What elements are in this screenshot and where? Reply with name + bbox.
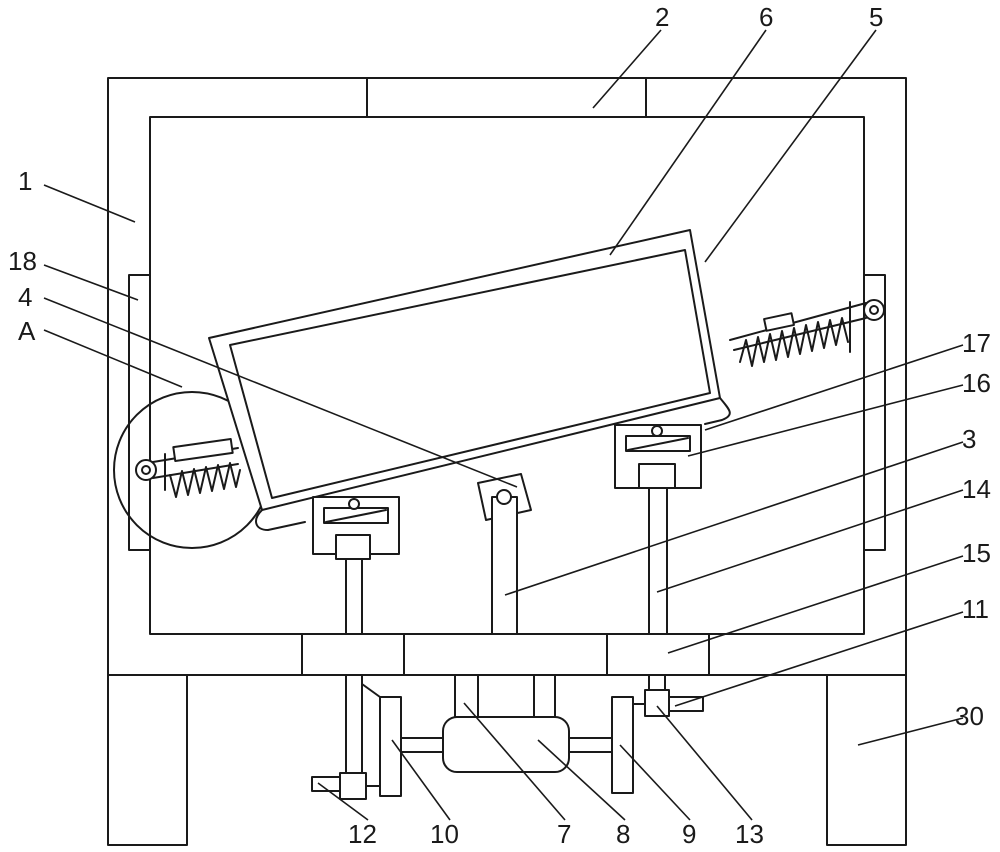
- label-16: 16: [962, 368, 991, 398]
- label-4: 4: [18, 282, 32, 312]
- label-18: 18: [8, 246, 37, 276]
- label-14: 14: [962, 474, 991, 504]
- label-11: 11: [962, 594, 989, 624]
- leader-lines: [43, 29, 964, 821]
- label-10: 10: [430, 819, 459, 849]
- label-13: 13: [735, 819, 764, 849]
- label-15: 15: [962, 538, 991, 568]
- tray: [208, 229, 731, 531]
- label-2: 2: [655, 2, 669, 32]
- label-7: 7: [557, 819, 571, 849]
- label-9: 9: [682, 819, 696, 849]
- label-a: A: [18, 316, 36, 346]
- label-30: 30: [955, 701, 984, 731]
- center-pivot-support: [477, 473, 532, 635]
- left-support: [312, 496, 400, 635]
- label-1: 1: [18, 166, 32, 196]
- drive-mechanism: [311, 674, 704, 800]
- label-17: 17: [962, 328, 991, 358]
- side-plates: [128, 274, 886, 551]
- label-8: 8: [616, 819, 630, 849]
- legs: [107, 674, 907, 846]
- label-6: 6: [759, 2, 773, 32]
- label-3: 3: [962, 424, 976, 454]
- label-12: 12: [348, 819, 377, 849]
- part-labels: 1 18 4 A 2 6 5 17 16 3 14 15 11 30 12 10…: [8, 2, 991, 849]
- right-spring-assembly: [729, 299, 885, 367]
- right-support: [614, 424, 702, 635]
- left-spring-assembly: [135, 438, 241, 498]
- label-5: 5: [869, 2, 883, 32]
